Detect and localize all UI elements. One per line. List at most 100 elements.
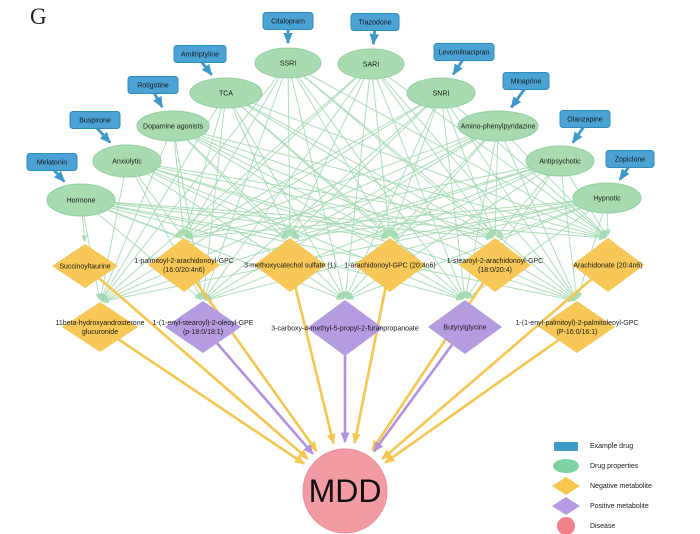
legend-label: Drug properties: [590, 462, 639, 470]
legend-item-positive-metabolite: Positive metabolite: [551, 497, 652, 515]
edge-snri-to-methoxycatechol-sulfate: [291, 92, 442, 237]
legend-label: Example drug: [590, 442, 634, 450]
arrow-arachidonoyl-gpc-to-disease: [352, 264, 392, 444]
edge-antipsychotic-to-enyl-stearoyl-oleoyl-gpe: [204, 160, 561, 301]
edge-ssri-to-palmitoyl-arachidonoyl-gpc: [184, 62, 289, 237]
drug-label-minaprine: Minaprine: [511, 79, 542, 86]
edge-ssri-to-enyl-palmitoyl-palmitoleoyl-gpc: [287, 62, 576, 301]
metabolite-label-palmitoyl-arachidonoyl-gpc: 1-palmitoyl-2-arachidonoyl-GPC(16:0/20:4…: [134, 258, 234, 274]
legend-item-negative-metabolite: Negative metabolite: [551, 477, 652, 495]
drug-node-trazodone: [350, 13, 400, 31]
metabolite-label-enyl-stearoyl-oleoyl-gpe: 1-(1-enyl-stearoyl)-2-oleoyl-GPE(p-18:0/…: [153, 320, 254, 336]
property-label-antipsychotic: Antipsychotic: [539, 159, 581, 166]
property-label-anxiolytic: Anxiolytic: [112, 159, 142, 166]
legend-label: Negative metabolite: [590, 482, 652, 490]
edge-ssri-to-stearoyl-arachidonoyl-gpc: [287, 62, 494, 238]
property-node-hypnotic: [572, 182, 642, 214]
arrow-enyl-palmitoyl-palmitoleoyl-gpc-to-disease: [384, 325, 578, 464]
arrow-palmitoyl-arachidonoyl-gpc-to-disease: [182, 264, 318, 452]
edge-sari-to-stearoyl-arachidonoyl-gpc: [370, 63, 495, 237]
edge-amino-phenylpyridazine-to-stearoyl-arachidonoyl-gpc: [492, 125, 499, 237]
edge-ssri-to-hydroxyandrosterone-glucuronide: [100, 62, 289, 301]
property-node-tca: [189, 77, 263, 109]
edge-dopamine-agonists-to-hydroxyandrosterone-glucuronide: [100, 125, 174, 301]
edge-antipsychotic-to-arachidonoyl-gpc: [391, 160, 561, 238]
drug-label-zopiclone: Zopiclone: [615, 157, 645, 164]
drug-label-rotigotine: Rotigotine: [137, 83, 169, 90]
disease-node: [302, 448, 388, 534]
metabolite-label-carboxy-methyl-propyl-furanpropanoate: 3-carboxy-4-methyl-5-propyl-2-furanpropa…: [271, 326, 419, 333]
edge-sari-to-enyl-palmitoyl-palmitoleoyl-gpc: [370, 63, 577, 300]
drug-label-melatonin: Melatonin: [37, 160, 67, 167]
legend-label: Positive metabolite: [590, 502, 649, 510]
metabolite-label-succinoyltaurine: Succinoyltaurine: [59, 264, 110, 271]
positive-metabolite-swatch-icon: [552, 497, 580, 515]
drug-properties-swatch-icon: [553, 459, 579, 473]
metabolite-node-enyl-palmitoyl-palmitoleoyl-gpc: [539, 301, 615, 353]
property-label-hypnotic: Hypnotic: [593, 196, 621, 203]
property-node-anxiolytic: [92, 144, 162, 178]
metabolite-node-butyrylglycine: [428, 300, 502, 354]
property-label-sari: SARI: [363, 62, 379, 69]
edge-sari-to-carboxy-methyl-propyl-furanpropanoate: [342, 63, 372, 299]
metabolite-node-carboxy-methyl-propyl-furanpropanoate: [307, 300, 383, 356]
drug-node-amitriptyline: [173, 45, 227, 63]
edge-sari-to-hydroxyandrosterone-glucuronide: [101, 63, 372, 302]
edge-dopamine-agonists-to-arachidonoyl-gpc: [172, 125, 389, 238]
legend-label: Disease: [590, 522, 616, 530]
edge-hypnotic-to-methoxycatechol-sulfate: [291, 197, 608, 240]
metabolite-label-enyl-palmitoyl-palmitoleoyl-gpc: 1-(1-enyl-palmitoyl)-2-palmitoleoyl-GPC(…: [516, 320, 639, 336]
drug-node-levomilnacipran: [433, 43, 495, 61]
metabolite-node-stearoyl-arachidonoyl-gpc: [459, 238, 531, 292]
edge-dopamine-agonists-to-arachidonate: [172, 125, 607, 239]
property-label-dopamine-agonists: Dopamine agonists: [143, 124, 203, 131]
arrow-minaprine-to-amino-phenylpyridazine: [510, 86, 528, 109]
arrow-succinoyltaurine-to-disease: [84, 265, 309, 460]
arrow-stearoyl-arachidonoyl-gpc-to-disease: [371, 264, 497, 452]
metabolite-node-hydroxyandrosterone-glucuronide: [62, 302, 138, 352]
edge-ssri-to-methoxycatechol-sulfate: [286, 62, 293, 237]
edge-dopamine-agonists-to-palmitoyl-arachidonoyl-gpc: [172, 125, 187, 237]
property-node-snri: [406, 77, 476, 109]
metabolite-node-palmitoyl-arachidonoyl-gpc: [148, 238, 220, 292]
drug-node-buspirone: [69, 111, 121, 129]
edge-snri-to-enyl-stearoyl-oleoyl-gpe: [204, 92, 442, 301]
disease-swatch-icon: [557, 517, 575, 534]
edge-tca-to-methoxycatechol-sulfate: [225, 92, 290, 237]
drug-node-zopiclone: [605, 150, 655, 168]
edge-antipsychotic-to-palmitoyl-arachidonoyl-gpc: [185, 160, 561, 240]
figure-panel-letter: G: [30, 4, 47, 29]
drug-label-levomilnacipran: Levomilnacipran: [439, 50, 490, 57]
edge-anxiolytic-to-arachidonoyl-gpc: [126, 160, 389, 239]
metabolite-node-enyl-stearoyl-oleoyl-gpe: [165, 301, 241, 353]
arrow-butyrylglycine-to-disease: [372, 326, 467, 453]
edge-antipsychotic-to-enyl-palmitoyl-palmitoleoyl-gpc: [559, 160, 579, 300]
property-node-dopamine-agonists: [136, 110, 210, 142]
edge-anxiolytic-to-arachidonate: [126, 160, 607, 240]
arrow-methoxycatechol-sulfate-to-disease: [288, 264, 336, 445]
edge-amino-phenylpyridazine-to-palmitoyl-arachidonoyl-gpc: [185, 125, 499, 238]
drug-node-melatonin: [26, 153, 78, 171]
edge-dopamine-agonists-to-methoxycatechol-sulfate: [172, 125, 289, 237]
metabolite-label-methoxycatechol-sulfate: 3-methoxycatechol sulfate (1): [244, 263, 336, 270]
legend-item-drug-properties: Drug properties: [551, 457, 652, 475]
edge-snri-to-stearoyl-arachidonoyl-gpc: [440, 92, 495, 237]
drug-node-olanzapine: [559, 110, 611, 128]
edge-anxiolytic-to-hydroxyandrosterone-glucuronide: [98, 160, 128, 301]
drug-node-citalopram: [262, 12, 314, 30]
disease-label: MDD: [309, 473, 382, 509]
arrow-hydroxyandrosterone-glucuronide-to-disease: [99, 325, 306, 465]
edge-anxiolytic-to-stearoyl-arachidonoyl-gpc: [126, 160, 494, 240]
drug-label-buspirone: Buspirone: [79, 118, 111, 125]
property-node-amino-phenylpyridazine: [457, 110, 539, 142]
metabolite-node-arachidonate: [572, 238, 644, 292]
property-label-hormone: Hormone: [67, 198, 96, 205]
edge-amino-phenylpyridazine-to-arachidonate: [497, 125, 607, 237]
legend-item-disease: Disease: [551, 517, 652, 534]
edge-sari-to-methoxycatechol-sulfate: [290, 63, 372, 237]
negative-metabolite-swatch-icon: [552, 477, 580, 495]
drug-label-amitriptyline: Amitriptyline: [181, 52, 219, 59]
edge-hypnotic-to-enyl-palmitoyl-palmitoleoyl-gpc: [576, 197, 608, 300]
